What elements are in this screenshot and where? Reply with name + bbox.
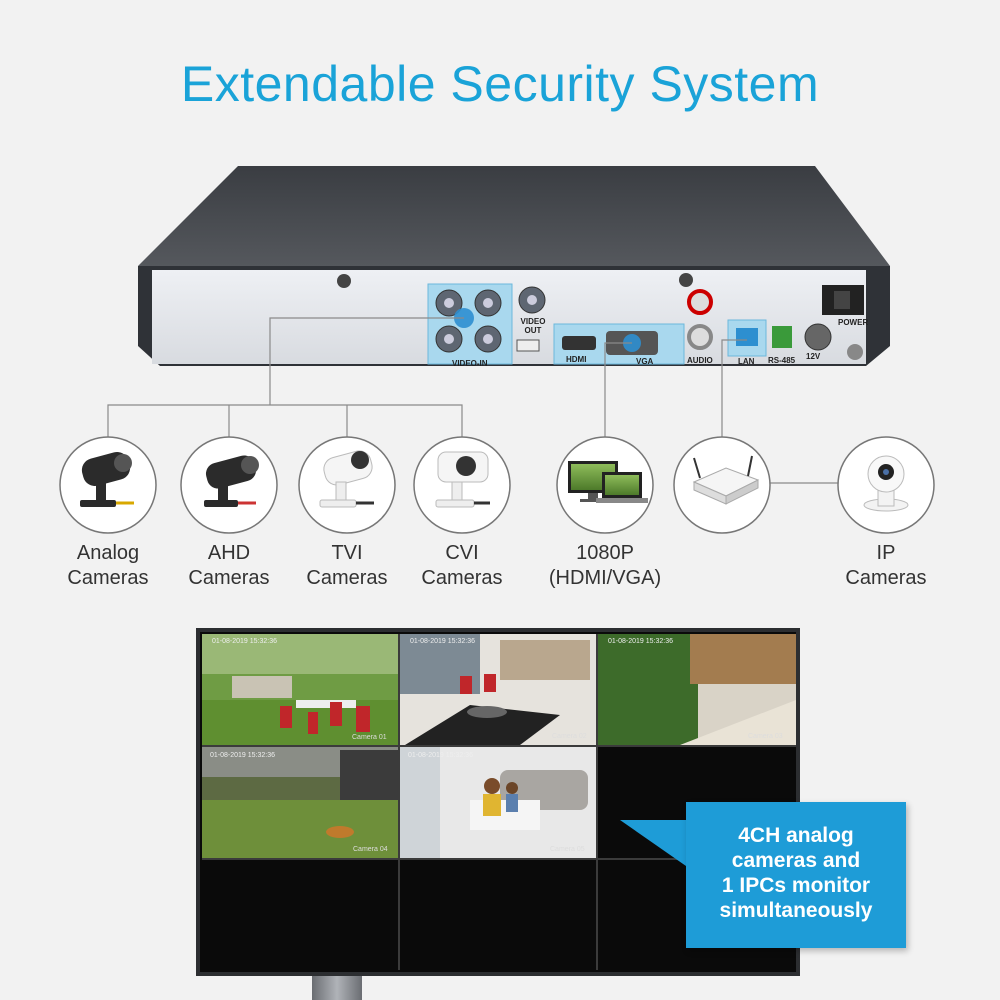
monitor-stand	[312, 975, 362, 1000]
camera-view-3	[598, 634, 796, 745]
device-label-line: TVI	[331, 542, 363, 564]
callout-line: cameras and	[731, 849, 861, 872]
device-label-analog: Analog Cameras	[23, 541, 193, 591]
device-label-ip: IP Cameras	[801, 541, 971, 591]
tile-caption: Camera 04	[353, 846, 388, 853]
device-circles	[59, 436, 935, 534]
connection-lines	[107, 317, 840, 484]
tile-timestamp: 01-08-2019 15:32:36	[210, 752, 275, 759]
tile-caption: Camera 03	[748, 733, 783, 740]
device-label-line: Cameras	[306, 567, 388, 589]
camera-view-5	[400, 747, 596, 858]
page-title: Extendable Security System	[180, 56, 820, 112]
label-video-in: VIDEO-IN	[452, 359, 488, 368]
tile-timestamp: 01-08-2019 15:32:36	[408, 752, 473, 759]
device-label-line: Analog	[76, 542, 140, 564]
label-vga: VGA	[636, 357, 654, 366]
device-label-line: (HDMI/VGA)	[548, 567, 662, 589]
camera-view-1	[202, 634, 398, 745]
device-label-display: 1080P (HDMI/VGA)	[520, 541, 690, 591]
device-label-line: Cameras	[421, 567, 503, 589]
screw-icon	[337, 274, 351, 288]
device-label-line: AHD	[207, 542, 251, 564]
label-rs485: RS-485	[768, 356, 796, 365]
callout-line: 4CH analog	[738, 824, 854, 847]
label-lan: LAN	[738, 357, 755, 366]
callout-pointer	[620, 820, 686, 866]
device-label-line: Cameras	[67, 567, 149, 589]
label-video-out: VIDEO OUT	[520, 317, 546, 335]
tile-caption: Camera 05	[550, 846, 585, 853]
ground-icon	[847, 344, 863, 360]
callout-line: 1 IPCs monitor	[721, 874, 871, 897]
tile-timestamp: 01-08-2019 15:32:36	[212, 638, 277, 645]
camera-view-4	[202, 747, 398, 858]
camera-view-2	[400, 634, 596, 745]
tvi-camera-icon	[319, 450, 374, 508]
callout-line: simultaneously	[719, 899, 873, 922]
tile-caption: Camera 01	[352, 734, 387, 741]
screw-icon	[679, 273, 693, 287]
tile-timestamp: 01-08-2019 15:32:36	[608, 638, 673, 645]
device-label-line: CVI	[445, 542, 479, 564]
device-label-line: 1080P	[576, 542, 634, 564]
audio-in-port	[687, 289, 713, 315]
audio-out-port	[687, 324, 713, 350]
display-devices-icon	[568, 461, 648, 503]
callout-box: 4CH analog cameras and 1 IPCs monitor si…	[686, 802, 906, 948]
device-label-ahd: AHD Cameras	[144, 541, 314, 591]
label-power-in: 12V	[806, 352, 821, 361]
power-input-port	[804, 323, 832, 351]
tile-timestamp: 01-08-2019 15:32:36	[410, 638, 475, 645]
tile-caption: Camera 02	[552, 733, 587, 740]
rs485-port	[772, 326, 792, 348]
label-hdmi: HDMI	[566, 355, 587, 364]
label-power-switch: POWER	[838, 318, 869, 327]
lan-port	[736, 328, 758, 346]
dvr-recorder	[138, 166, 890, 366]
usb-port	[516, 339, 540, 352]
device-label-cvi: CVI Cameras	[377, 541, 547, 591]
ahd-camera-icon	[204, 455, 259, 507]
hdmi-port	[562, 336, 596, 350]
device-label-line: Cameras	[845, 567, 927, 589]
ip-camera-icon	[863, 455, 909, 512]
analog-camera-icon	[80, 451, 134, 507]
cvi-camera-icon	[435, 451, 490, 508]
device-label-tvi: TVI Cameras	[262, 541, 432, 591]
label-audio: AUDIO	[687, 356, 713, 365]
device-label-line: Cameras	[188, 567, 270, 589]
device-label-line: IP	[876, 542, 896, 564]
router-icon	[692, 455, 760, 505]
